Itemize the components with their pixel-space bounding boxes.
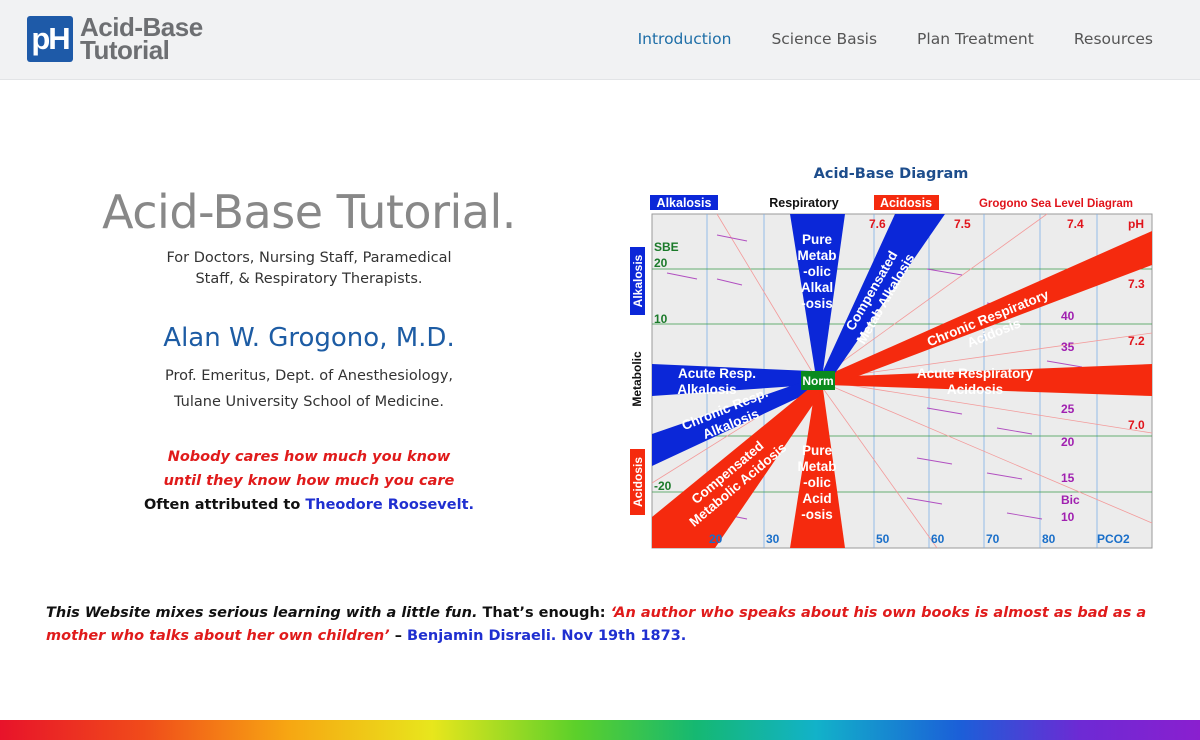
author-name: Alan W. Grogono, M.D.: [163, 323, 455, 353]
sbe-tick-20: 20: [654, 256, 668, 270]
disraeli-attribution-link[interactable]: Benjamin Disraeli. Nov 19th 1873.: [407, 628, 687, 644]
author-role-line-2: Tulane University School of Medicine.: [174, 394, 444, 410]
attribution-link[interactable]: Theodore Roosevelt.: [305, 497, 475, 513]
ph-tick-7-5: 7.5: [954, 217, 971, 231]
label-pure-metab-acid-4: Acid: [802, 491, 831, 506]
header-acidosis-box: [874, 195, 939, 210]
side-acidosis: Acidosis: [631, 457, 645, 507]
label-pure-metab-alk-5: -osis: [801, 296, 833, 311]
ph-logo-icon: pH: [27, 16, 73, 62]
site-intro-statement: This Website mixes serious learning with…: [46, 602, 1156, 648]
pco2-tick-60: 60: [931, 532, 945, 546]
site-header: pH Acid-Base Tutorial Introduction Scien…: [0, 0, 1200, 80]
zone-chronic-resp-alkalosis: [652, 379, 817, 466]
bic-tick-15: 15: [1061, 471, 1075, 485]
label-pure-metab-acid-5: -osis: [801, 507, 833, 522]
page-title: Acid-Base Tutorial.: [102, 185, 516, 239]
ph-axis: 7.6 7.5 7.4 pH 7.3 7.2 7.0: [869, 217, 1145, 432]
label-pure-metab-alk-2: Metab: [797, 248, 836, 263]
main-nav: Introduction Science Basis Plan Treatmen…: [638, 30, 1153, 48]
pco2-label: PCO2: [1097, 532, 1130, 546]
label-pure-metab-acid-2: Metab: [797, 459, 836, 474]
bic-tick-25: 25: [1061, 402, 1075, 416]
ph-tick-7-3: 7.3: [1128, 277, 1145, 291]
label-acute-resp-acid-2: Acidosis: [947, 382, 1003, 397]
pco2-tick-20: 20: [709, 532, 723, 546]
zone-acute-resp-alkalosis: [652, 364, 811, 396]
label-pure-metab-alk-4: Alkal: [801, 280, 833, 295]
disraeli-quote: ‘An author who speaks about his own book…: [46, 605, 1147, 644]
norm-label: Norm: [802, 374, 833, 388]
label-acute-resp-alk-1: Acute Resp.: [678, 366, 756, 381]
nav-introduction[interactable]: Introduction: [637, 30, 732, 48]
sbe-axis: SBE 20 10 -20: [654, 240, 679, 493]
header-respiratory: Respiratory: [769, 196, 839, 210]
sbe-tick-neg20: -20: [654, 479, 672, 493]
zone-comp-metab-acidosis: [652, 387, 823, 548]
hero-quote: Nobody cares how much you know until the…: [163, 449, 455, 489]
author-role-line-1: Prof. Emeritus, Dept. of Anesthesiology,: [164, 368, 454, 384]
side-metabolic: Metabolic: [630, 351, 644, 407]
zone-pure-metab-acidosis: [790, 389, 845, 548]
pco2-tick-70: 70: [986, 532, 1000, 546]
bic-tick-35: 35: [1061, 340, 1075, 354]
label-acute-resp-alk-2: Alkalosis: [677, 382, 736, 397]
label-pure-metab-acid-1: Pure: [802, 443, 833, 458]
bic-tick-20: 20: [1061, 435, 1075, 449]
side-acidosis-box: [630, 449, 645, 515]
rainbow-footer-bar: [0, 720, 1200, 740]
pco2-tick-50: 50: [876, 532, 890, 546]
nav-science-basis[interactable]: Science Basis: [771, 30, 878, 48]
zone-chronic-resp-acidosis: [832, 231, 1152, 386]
ph-label: pH: [1128, 217, 1144, 231]
side-alkalosis: Alkalosis: [631, 254, 645, 307]
bic-tick-10: 10: [1061, 510, 1075, 524]
diagram-title: Acid-Base Diagram: [813, 166, 969, 182]
intro-middle: That’s enough:: [482, 605, 606, 621]
ph-tick-7-2: 7.2: [1128, 334, 1145, 348]
nav-plan-treatment[interactable]: Plan Treatment: [917, 30, 1034, 48]
pco2-axis: 20 30 50 60 70 80 PCO2: [709, 532, 1130, 546]
intro-lead: This Website mixes serious learning with…: [46, 605, 478, 621]
bic-axis: 40 35 25 20 15 Bic 10: [1061, 309, 1080, 524]
acid-base-diagram: Norm Pure Metab -olic Alkal -osis Pure M…: [630, 195, 1153, 549]
label-pure-metab-alk-3: -olic: [803, 264, 831, 279]
bic-label: Bic: [1061, 493, 1080, 507]
sbe-tick-10: 10: [654, 312, 668, 326]
audience-subtitle: For Doctors, Nursing Staff, Paramedical …: [166, 250, 452, 287]
quote-attribution: Often attributed to Theodore Roosevelt.: [60, 493, 558, 517]
author-role: Prof. Emeritus, Dept. of Anesthesiology,…: [60, 363, 558, 415]
norm-box: [801, 371, 835, 390]
label-pure-metab-acid-3: -olic: [803, 475, 831, 490]
header-alkalosis-box: [650, 195, 718, 210]
hero-section: Acid-Base Tutorial. For Doctors, Nursing…: [60, 182, 558, 517]
ph-tick-7-6: 7.6: [869, 217, 886, 231]
header-acidosis: Acidosis: [880, 196, 932, 210]
ph-tick-7-4: 7.4: [1067, 217, 1084, 231]
zone-comp-metab-alkalosis: [823, 214, 945, 376]
logo-line-2: Tutorial: [80, 35, 170, 65]
zone-acute-resp-acidosis: [827, 364, 1152, 396]
bic-tick-40: 40: [1061, 309, 1075, 323]
header-caption: Grogono Sea Level Diagram: [979, 198, 1133, 210]
site-logo[interactable]: pH Acid-Base Tutorial: [27, 12, 203, 65]
zone-pure-metab-alkalosis: [790, 214, 845, 371]
sbe-label: SBE: [654, 240, 679, 254]
intro-dash: –: [394, 628, 402, 644]
ph-tick-7-0: 7.0: [1128, 418, 1145, 432]
logo-text: Acid-Base Tutorial: [80, 12, 203, 65]
label-acute-resp-acid-1: Acute Respiratory: [917, 366, 1034, 381]
label-pure-metab-alk-1: Pure: [802, 232, 833, 247]
nav-resources[interactable]: Resources: [1073, 30, 1153, 48]
attribution-prefix: Often attributed to: [143, 497, 301, 513]
pco2-tick-80: 80: [1042, 532, 1056, 546]
side-alkalosis-box: [630, 247, 645, 315]
header-alkalosis: Alkalosis: [657, 196, 712, 210]
pco2-tick-30: 30: [766, 532, 780, 546]
logo-line-1: Acid-Base: [80, 12, 203, 42]
